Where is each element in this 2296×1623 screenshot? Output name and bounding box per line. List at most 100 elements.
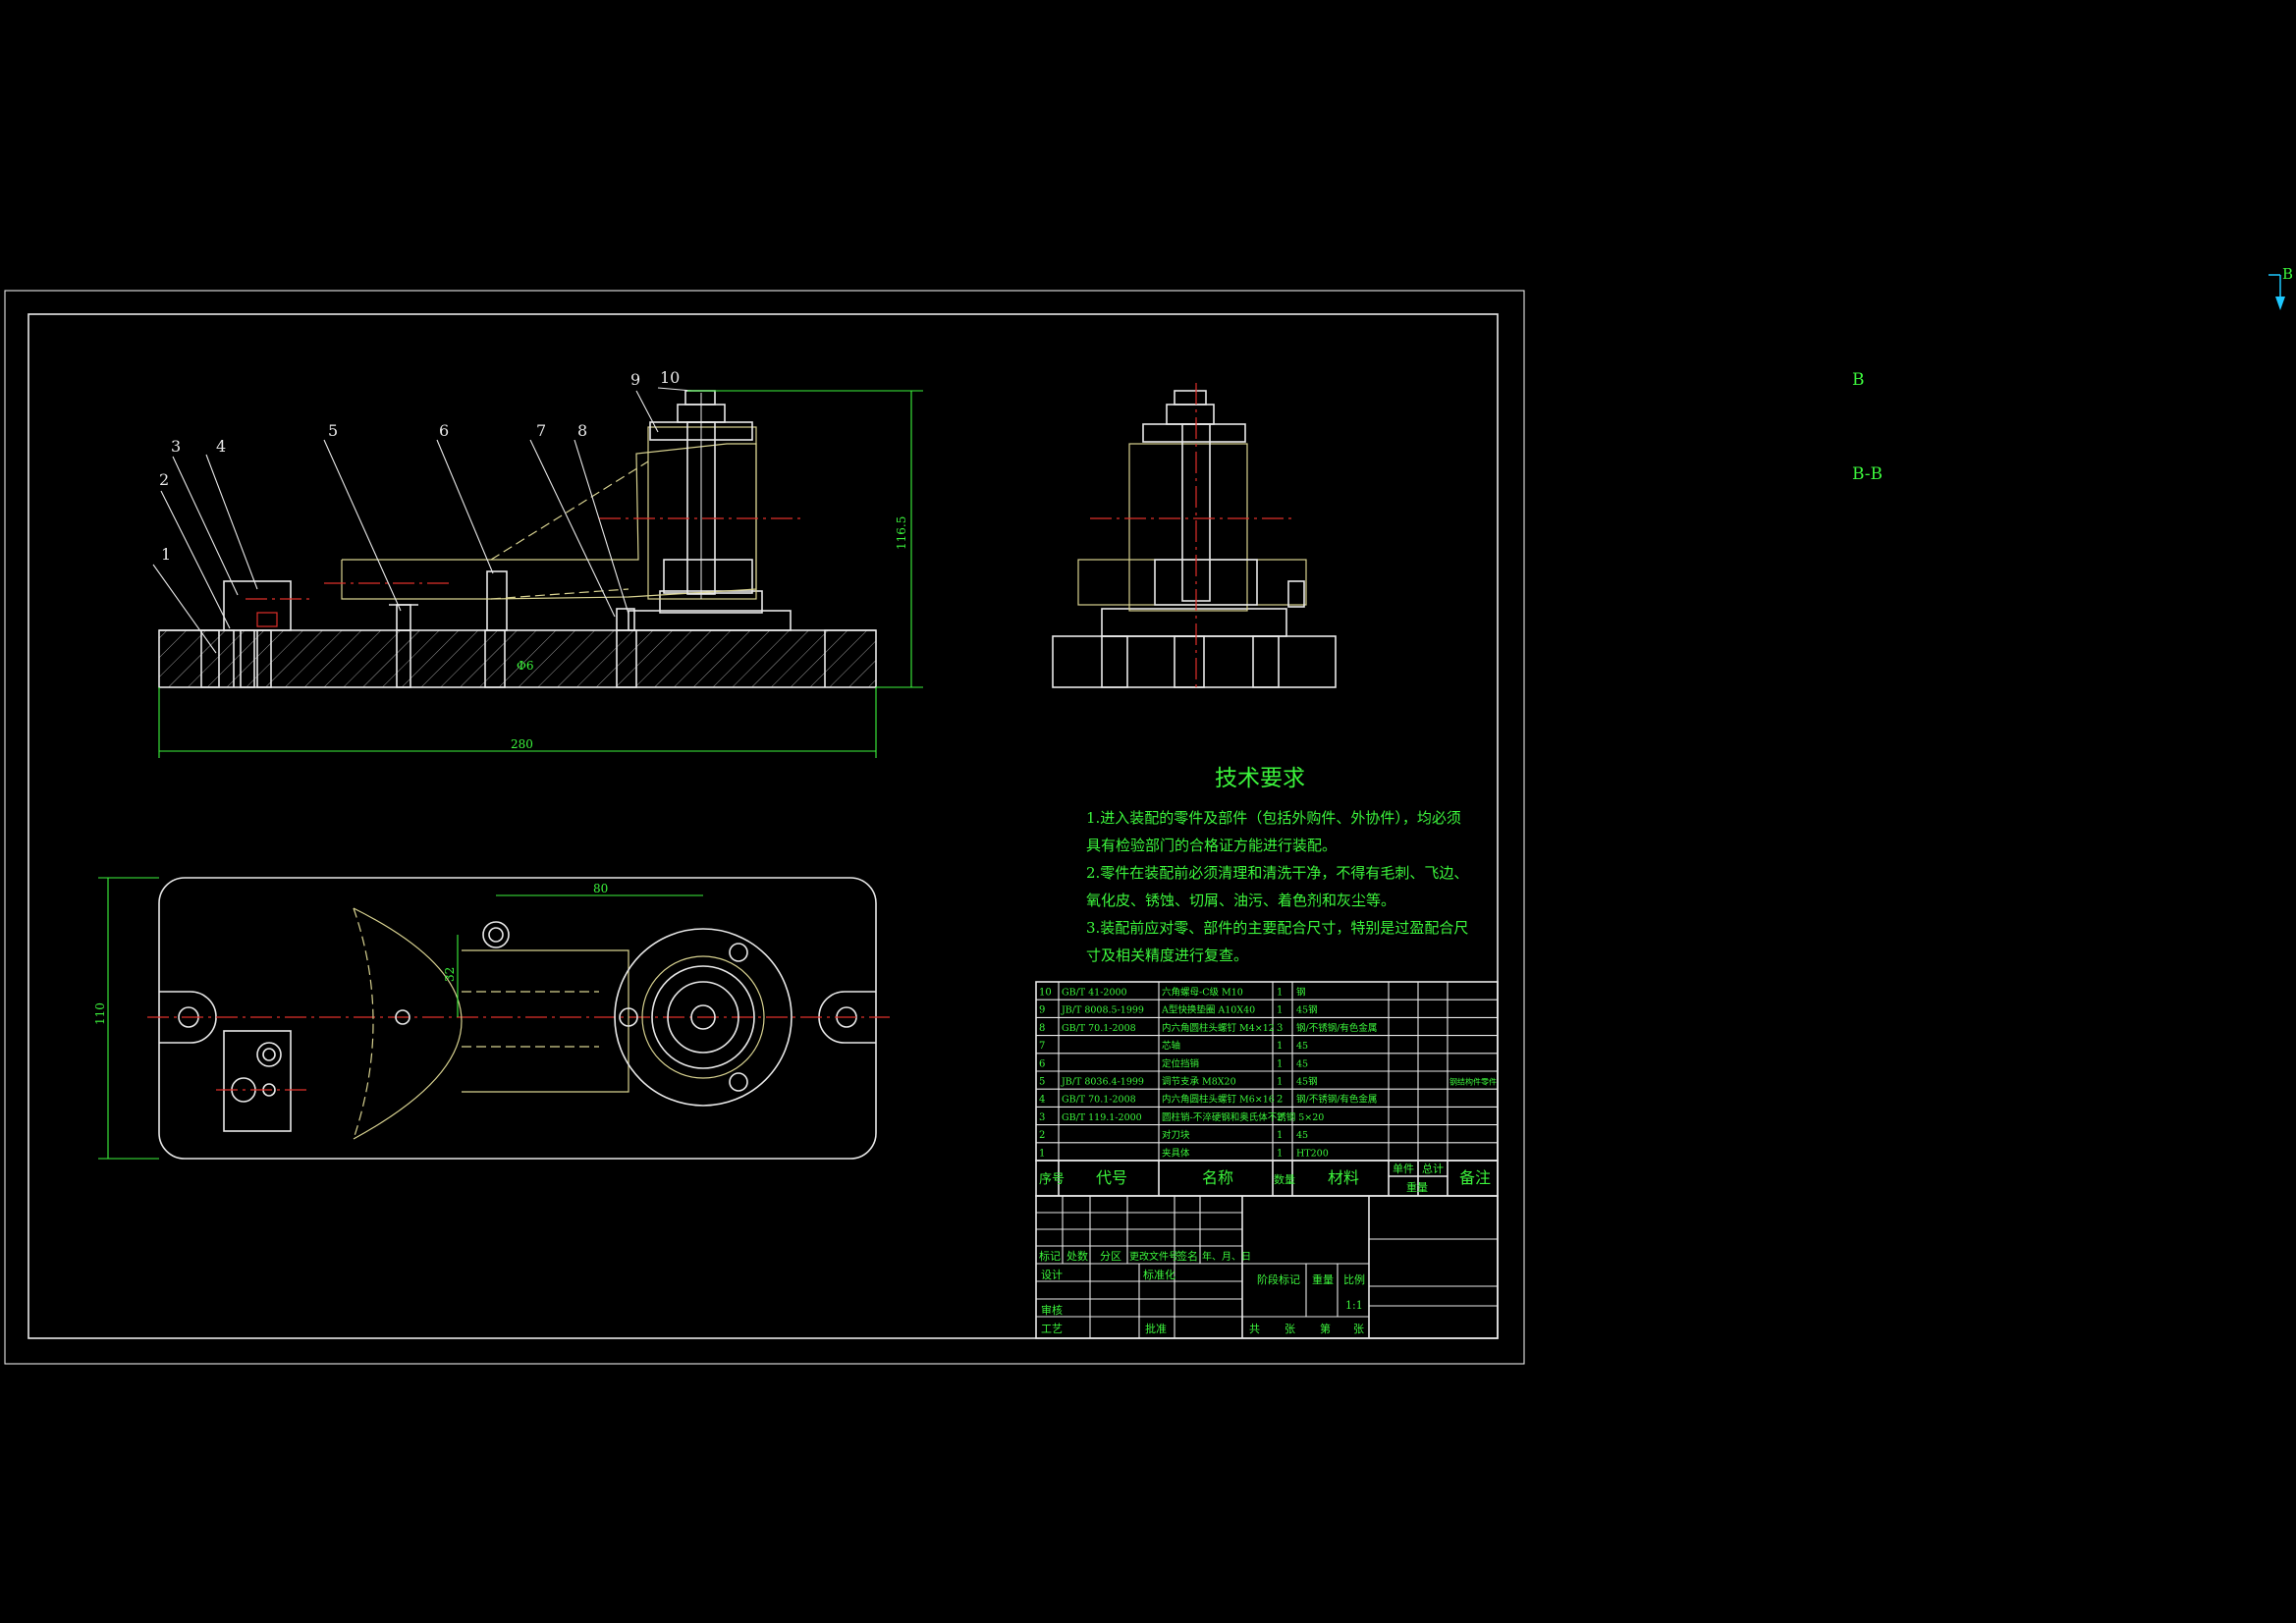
front-view [158,390,877,688]
tb-sheet-1: 共 [1249,1323,1260,1335]
bom-cell-mat: 45 [1296,1130,1308,1141]
bom-cell-no: 6 [1039,1058,1045,1069]
bom-head-unit: 单件 [1393,1163,1414,1175]
bom-cell-mat: 钢/不锈钢/有色金属 [1296,1094,1377,1106]
bom-cell-no: 4 [1039,1095,1045,1106]
section-label-bb: B-B [1852,464,1883,484]
bom-cell-qty: 1 [1277,1077,1283,1088]
bom-cell-code: JB/T 8036.4-1999 [1061,1077,1144,1088]
tb-sheet-2: 张 [1285,1323,1295,1335]
front-dimensions: 280 116.5 Φ6 [158,390,923,758]
bom-cell-name: A型快换垫圈 A10X40 [1161,1004,1255,1016]
tb-sign: 签名 [1176,1249,1198,1263]
tb-date: 年、月、日 [1202,1250,1251,1263]
bom-cell-code: GB/T 41-2000 [1062,988,1127,999]
section-label-b: B [1852,370,1865,390]
bom-cell-note: 钢结构件零件 [1449,1077,1497,1087]
tech-line-6: 寸及相关精度进行复查。 [1086,947,1248,964]
bom-head-qty: 数量 [1274,1173,1295,1186]
tb-approve: 批准 [1145,1322,1167,1335]
bom-cell-qty: 2 [1277,1095,1283,1106]
bom-head-no: 序号 [1039,1172,1065,1187]
bom-cell-qty: 3 [1277,1023,1283,1034]
bom-cell-code: JB/T 8008.5-1999 [1061,1005,1144,1016]
inner-border [27,313,1499,1339]
bom-cell-name: 内六角圆柱头螺钉 M6×16 [1162,1094,1275,1106]
dim-32: 32 [443,967,457,982]
tb-weight: 重量 [1312,1272,1334,1286]
balloon-1: 1 [161,545,171,564]
tool-setting-block [223,580,292,631]
bom-cell-code: GB/T 119.1-2000 [1062,1112,1142,1123]
bom-header: 序号 代号 名称 数量 材料 单件 总计 重量 备注 [1035,1160,1499,1197]
side-view [1052,383,1337,688]
tb-zone: 分区 [1100,1250,1121,1263]
section-marker-b: B [2282,265,2293,283]
bom-cell-mat: 45钢 [1296,1004,1318,1016]
tech-line-5: 3.装配前应对零、部件的主要配合尺寸，特别是过盈配合尺 [1086,919,1468,937]
tb-check: 审核 [1041,1303,1063,1317]
tb-standard: 标准化 [1143,1268,1175,1281]
bom-cell-qty: 1 [1277,1005,1283,1016]
bom-cell-no: 9 [1039,1005,1045,1016]
plan-view: 110 80 32 [93,877,890,1160]
bom-head-total: 总计 [1422,1162,1444,1175]
dim-length: 280 [511,737,533,751]
bom-cell-name: 调节支承 M8X20 [1162,1076,1236,1088]
bom-cell-name: 内六角圆柱头螺钉 M4×12 [1162,1022,1275,1034]
bom-cell-no: 7 [1039,1041,1045,1052]
dim-height: 116.5 [895,516,908,550]
balloon-4: 4 [216,437,226,456]
bom-cell-qty: 1 [1277,1130,1283,1141]
balloon-6: 6 [439,421,449,440]
bom-cell-qty: 1 [1277,988,1283,999]
balloon-10: 10 [660,368,680,387]
balloon-3: 3 [171,437,181,456]
balloon-5: 5 [328,421,338,440]
bom-cell-mat: 45 [1296,1058,1308,1069]
bom-cell-no: 8 [1039,1023,1045,1034]
balloon-8: 8 [577,421,587,440]
tb-design: 设计 [1041,1269,1063,1281]
technical-requirements: 技术要求 1.进入装配的零件及部件（包括外购件、外协件），均必须 具有检验部门的… [1086,766,1468,964]
bom-cell-name: 六角螺母-C级 M10 [1162,987,1243,999]
balloon-2: 2 [159,470,169,489]
section-markers: B B B-B [1852,265,2293,484]
tb-sheet-3: 第 [1320,1322,1331,1335]
bom-head-weight: 重量 [1406,1180,1428,1194]
bom-cell-name: 定位挡销 [1162,1057,1200,1069]
dim-80: 80 [593,882,608,895]
bom-cell-name: 芯轴 [1162,1040,1180,1052]
tech-line-2: 具有检验部门的合格证方能进行装配。 [1086,837,1337,854]
bom-cell-no: 2 [1039,1130,1045,1141]
bom-cell-no: 1 [1039,1148,1045,1159]
bom-head-name: 名称 [1202,1168,1233,1187]
outer-border [4,290,1525,1365]
locating-pin [486,570,508,631]
balloon-7: 7 [536,421,546,440]
tb-count: 处数 [1066,1250,1088,1263]
bom-cell-qty: 1 [1277,1148,1283,1159]
tb-sheet-4: 张 [1353,1323,1364,1335]
bom-cell-name: 夹具体 [1162,1147,1190,1159]
bom-cell-mat: 45钢 [1296,1076,1318,1088]
base-section-hatch [159,630,876,687]
dim-bore: Φ6 [517,659,533,673]
bom-head-mat: 材料 [1328,1168,1359,1187]
tech-line-4: 氧化皮、锈蚀、切屑、油污、着色剂和灰尘等。 [1086,892,1395,909]
tb-mark: 标记 [1039,1249,1061,1263]
bom-cell-mat: HT200 [1296,1148,1329,1159]
tech-line-1: 1.进入装配的零件及部件（包括外购件、外协件），均必须 [1086,809,1461,827]
tb-scale-value: 1:1 [1345,1299,1363,1312]
dim-width-plan: 110 [93,1002,107,1025]
bom-cell-qty: 1 [1277,1058,1283,1069]
tech-title: 技术要求 [1215,766,1305,791]
bom-cell-code: GB/T 70.1-2008 [1062,1095,1136,1106]
bom-cell-qty: 2 [1277,1112,1283,1123]
section-arrow-icon [2275,297,2285,310]
bom-cell-mat: 钢/不锈钢/有色金属 [1296,1022,1377,1034]
bom-cell-no: 5 [1039,1077,1045,1088]
tb-process: 工艺 [1041,1323,1063,1335]
